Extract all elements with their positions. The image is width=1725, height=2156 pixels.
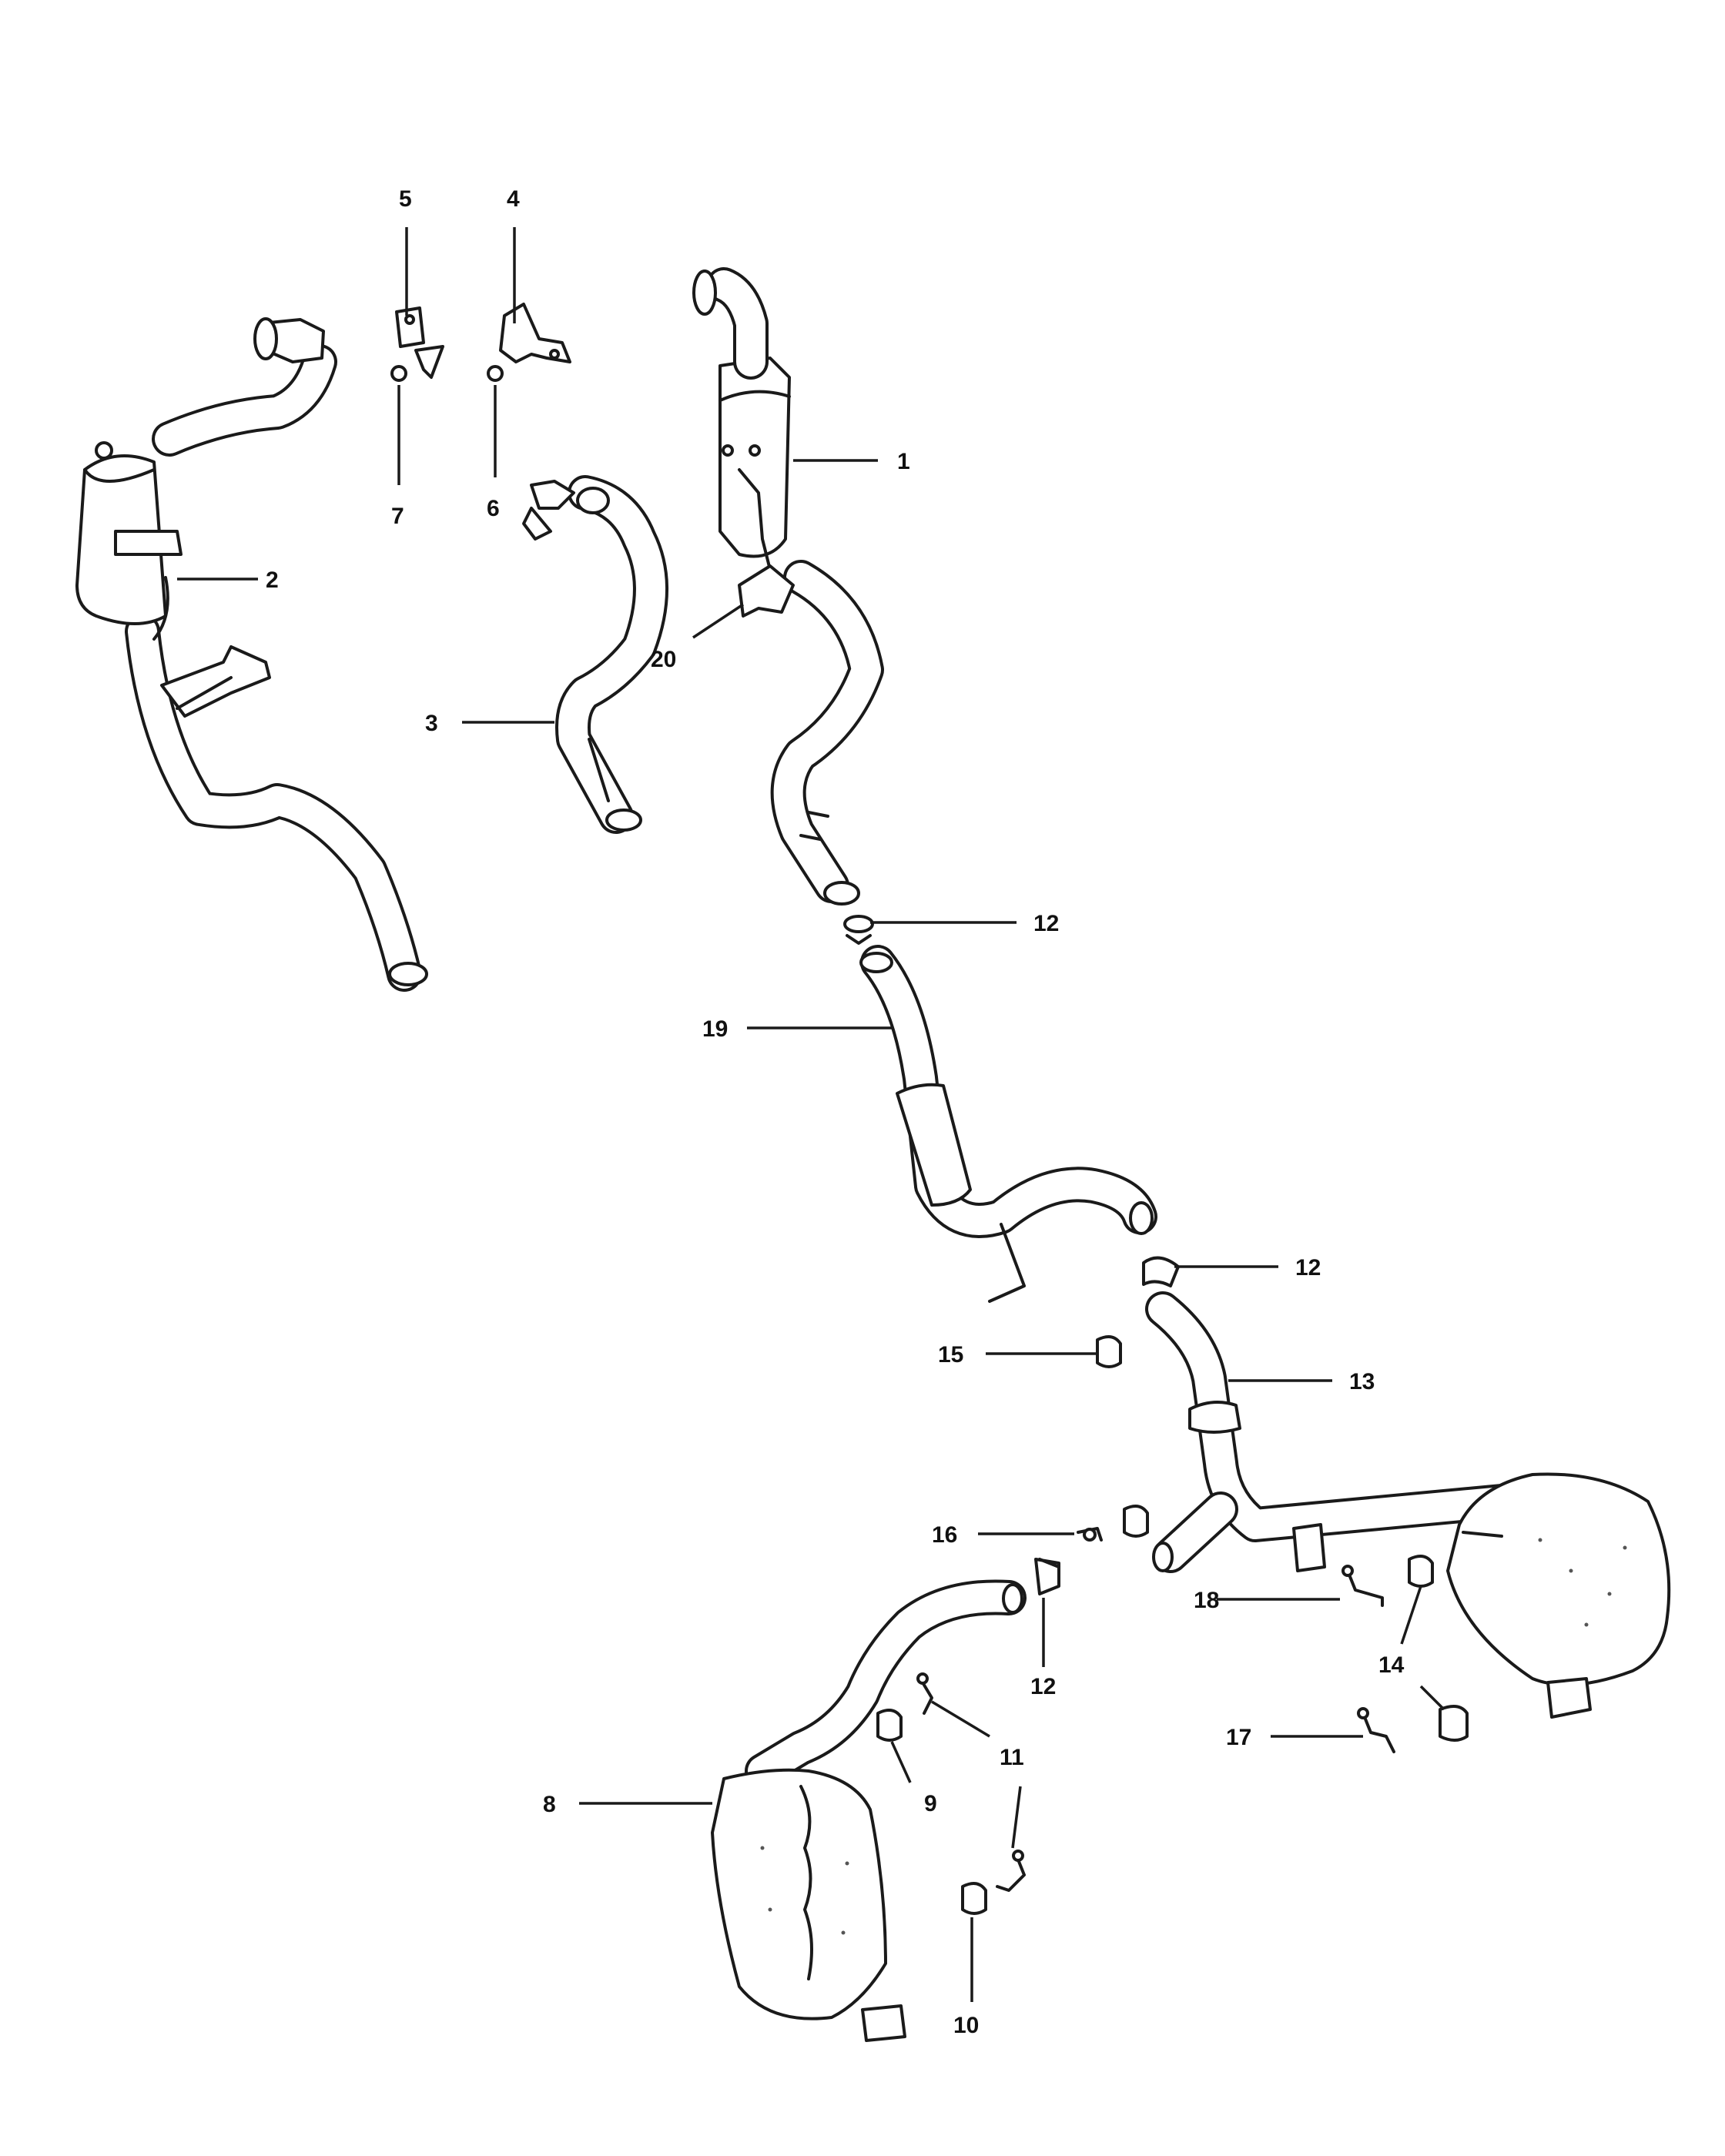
callout-5: 5 <box>399 186 412 212</box>
part-12-clamp-c <box>1034 1558 1060 1595</box>
callout-14: 14 <box>1378 1652 1405 1678</box>
part-11-hanger-b <box>996 1850 1026 1892</box>
part-10-isolator <box>961 1882 987 1915</box>
callout-12-a: 12 <box>1033 911 1059 936</box>
part-14-isolator-b <box>1439 1705 1469 1742</box>
part-9-isolator <box>876 1709 903 1742</box>
callout-12-c: 12 <box>1030 1674 1056 1699</box>
part-8-left-muffler <box>711 1579 1027 2042</box>
part-18-hanger <box>1341 1565 1384 1607</box>
part-12-clamp-b <box>1142 1256 1180 1287</box>
callout-7: 7 <box>391 504 404 529</box>
callout-8: 8 <box>543 1792 556 1817</box>
part-7-nut <box>390 365 407 382</box>
part-6-nut <box>487 365 504 382</box>
callout-19: 19 <box>702 1016 728 1042</box>
part-19-resonator-pipe <box>859 945 1157 1303</box>
part-4-bracket <box>499 303 571 363</box>
part-2-converter-pipe <box>75 317 428 992</box>
callout-3: 3 <box>425 711 438 736</box>
leader-lines <box>177 227 1445 2002</box>
part-13-rear-pipe <box>1145 1291 1671 1719</box>
part-17-hanger <box>1357 1707 1395 1753</box>
callout-12-b: 12 <box>1295 1255 1321 1281</box>
part-15-isolator <box>1096 1335 1122 1368</box>
callout-2: 2 <box>266 567 279 593</box>
callout-17: 17 <box>1226 1725 1251 1750</box>
part-16-isolator <box>1123 1505 1149 1538</box>
callout-6: 6 <box>487 496 500 521</box>
part-16-hanger <box>1077 1527 1103 1542</box>
callout-16: 16 <box>932 1522 957 1548</box>
callout-9: 9 <box>924 1791 937 1816</box>
part-12-clamp-a <box>843 915 874 945</box>
callout-20: 20 <box>651 647 676 672</box>
callout-15: 15 <box>938 1342 963 1368</box>
part-3-pipe <box>522 475 668 834</box>
callout-labels: 1 2 3 4 5 6 7 20 12 19 12 15 13 16 12 18… <box>266 186 1405 2038</box>
part-5-bracket <box>395 306 444 379</box>
part-14-isolator-a <box>1408 1555 1434 1588</box>
part-11-hanger-a <box>916 1672 933 1715</box>
callout-13: 13 <box>1349 1369 1375 1394</box>
callout-10: 10 <box>953 2013 979 2038</box>
callout-18: 18 <box>1194 1588 1219 1613</box>
callout-1: 1 <box>897 449 910 474</box>
callout-4: 4 <box>507 186 520 212</box>
callout-11: 11 <box>1000 1745 1024 1770</box>
part-1-converter-pipe <box>692 267 884 906</box>
